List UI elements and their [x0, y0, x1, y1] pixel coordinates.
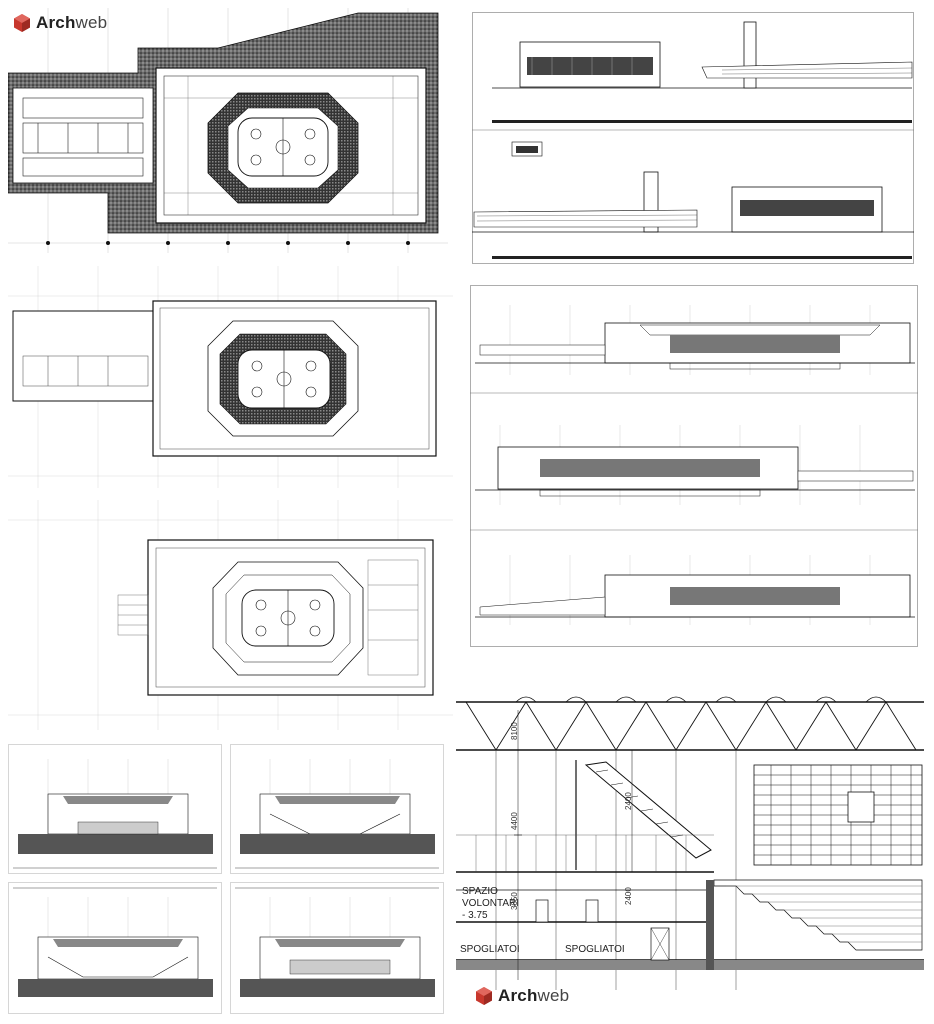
cross-section-2-panel [230, 744, 444, 874]
lower-floor-plan-panel [8, 500, 453, 730]
archweb-logo-top: Archweb [12, 13, 107, 33]
room-label-spogliatoi-right: SPOGLIATOI [565, 944, 625, 955]
archweb-logo-bottom: Archweb [474, 986, 569, 1006]
cross-section-1-panel [8, 744, 222, 874]
site-plan-drawing [8, 8, 448, 253]
site-plan-panel [8, 8, 448, 258]
cross-section-2-drawing [230, 744, 444, 874]
longitudinal-sections-panel [470, 285, 918, 647]
elevations-panel [472, 12, 914, 264]
archweb-wordmark: Archweb [36, 13, 108, 32]
cross-section-3-drawing [8, 882, 222, 1014]
dim-4400: 4400 [510, 812, 519, 830]
room-label-spogliatoi-left: SPOGLIATOI [460, 944, 520, 955]
room-label-spazio: SPAZIO [462, 886, 498, 897]
section-detail-panel [456, 690, 924, 1020]
elevations-drawing [472, 12, 914, 264]
cross-section-4-panel [230, 882, 444, 1014]
dim-8100: 8100 [510, 722, 519, 740]
ground-floor-plan-drawing [8, 266, 453, 488]
room-label-volontari: VOLONTARI [462, 898, 520, 909]
archweb-wordmark: Archweb [498, 986, 570, 1005]
level-label: - 3.75 [462, 910, 488, 921]
cross-section-3-panel [8, 882, 222, 1014]
lower-floor-plan-drawing [8, 500, 453, 730]
ground-floor-plan-panel [8, 266, 453, 488]
archweb-mark-icon [14, 14, 30, 32]
longitudinal-sections-drawing [470, 285, 918, 647]
section-detail-drawing [456, 690, 924, 1020]
dim-2400-upper: 2400 [624, 792, 633, 810]
cross-section-1-drawing [8, 744, 222, 874]
dim-2400-lower: 2400 [624, 887, 633, 905]
archweb-mark-icon [476, 987, 492, 1005]
cross-section-4-drawing [230, 882, 444, 1014]
